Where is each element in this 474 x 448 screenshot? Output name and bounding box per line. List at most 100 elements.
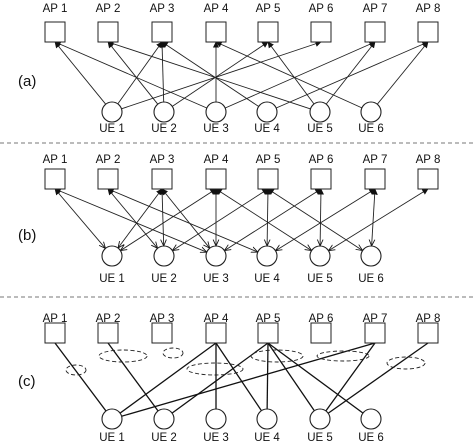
access-point-box: [364, 21, 386, 43]
ue-ap-link: [329, 188, 429, 251]
user-equipment-label: UE 1: [99, 432, 125, 444]
panel-label: (c): [18, 373, 36, 390]
panel-labels: (a) (b) (c): [18, 73, 36, 390]
ue-ap-link: [276, 188, 376, 251]
ap-group-ellipse: [162, 347, 184, 359]
access-point-box: [97, 322, 119, 344]
ue-ap-link: [266, 342, 269, 420]
ue-ap-link: [162, 189, 164, 246]
ue-ap-link: [215, 41, 363, 109]
access-point-box: [44, 168, 66, 190]
access-point-label: AP 8: [416, 154, 441, 166]
ap-groupings: [65, 347, 426, 376]
user-equipment-node: [256, 101, 278, 123]
ue-ap-link: [159, 41, 166, 103]
ue-ap-link: [267, 342, 372, 420]
ue-ap-link: [54, 342, 113, 420]
ue-ap-link: [121, 40, 322, 110]
access-point-label: AP 4: [204, 313, 229, 325]
ue-ap-link: [118, 189, 162, 248]
ue-ap-link: [267, 342, 321, 420]
user-equipment-node: [309, 408, 331, 430]
access-point-box: [151, 322, 173, 344]
panel-separators: [0, 142, 474, 298]
access-point-label: AP 1: [43, 154, 68, 166]
ue-ap-link: [216, 188, 312, 251]
ue-ap-link: [117, 41, 163, 105]
access-point-box: [44, 322, 66, 344]
ue-ap-link: [111, 342, 217, 420]
access-point-label: AP 3: [150, 154, 175, 166]
access-point-box: [205, 322, 227, 344]
access-point-box: [310, 322, 332, 344]
user-equipment-label: UE 4: [254, 273, 280, 285]
ap-group-ellipse: [98, 349, 148, 363]
user-equipment-node: [101, 245, 123, 267]
user-equipment-node: [309, 245, 331, 267]
access-point-label: AP 2: [96, 154, 121, 166]
network-nodes: AP 1 AP 2 AP 3 AP 4 AP 5 AP 6 AP 7 AP 8 UE 1 UE 2…: [43, 3, 441, 444]
ue-ap-link: [319, 342, 429, 420]
user-equipment-label: UE 6: [358, 123, 384, 135]
access-point-label: AP 7: [363, 313, 388, 325]
ue-ap-link: [268, 188, 363, 251]
user-equipment-label: UE 5: [307, 273, 333, 285]
user-equipment-node: [205, 245, 227, 267]
panel-label: (b): [18, 227, 36, 244]
ue-ap-link: [108, 189, 158, 248]
user-equipment-label: UE 3: [203, 432, 229, 444]
ue-ap-link: [320, 189, 321, 246]
access-point-label: AP 3: [150, 313, 175, 325]
access-point-label: AP 4: [204, 154, 229, 166]
access-point-label: AP 1: [43, 313, 68, 325]
user-equipment-node: [309, 101, 331, 123]
access-point-label: AP 8: [416, 3, 441, 15]
association-links: [54, 40, 429, 420]
ue-ap-link: [215, 342, 268, 420]
ue-ap-link: [267, 189, 268, 246]
user-equipment-label: UE 1: [99, 123, 125, 135]
access-point-box: [97, 21, 119, 43]
access-point-label: AP 5: [256, 154, 281, 166]
ue-ap-link: [55, 189, 106, 248]
user-equipment-node: [205, 408, 227, 430]
user-equipment-node: [153, 245, 175, 267]
access-point-label: AP 4: [204, 3, 229, 15]
user-equipment-node: [360, 408, 382, 430]
ap-group-ellipse: [186, 362, 244, 376]
ue-ap-link: [376, 41, 429, 105]
access-point-box: [364, 322, 386, 344]
access-point-box: [97, 168, 119, 190]
ue-ap-link: [225, 41, 376, 109]
ue-ap-link: [224, 188, 321, 251]
panel-label: (a): [18, 73, 36, 90]
access-point-label: AP 8: [416, 313, 441, 325]
ue-ap-link: [172, 41, 269, 107]
user-equipment-label: UE 3: [203, 273, 229, 285]
access-point-box: [364, 168, 386, 190]
user-equipment-label: UE 6: [358, 273, 384, 285]
access-point-label: AP 6: [309, 313, 334, 325]
access-point-label: AP 1: [43, 3, 68, 15]
user-equipment-node: [256, 245, 278, 267]
access-point-label: AP 7: [363, 154, 388, 166]
access-point-box: [205, 168, 227, 190]
access-point-box: [310, 21, 332, 43]
access-point-label: AP 2: [96, 3, 121, 15]
ue-ap-link: [107, 40, 311, 110]
user-equipment-node: [360, 101, 382, 123]
user-equipment-node: [101, 101, 123, 123]
user-equipment-node: [153, 408, 175, 430]
user-equipment-label: UE 2: [151, 432, 177, 444]
ue-ap-link: [267, 41, 315, 105]
user-equipment-node: [256, 408, 278, 430]
user-equipment-label: UE 2: [151, 273, 177, 285]
user-equipment-label: UE 4: [254, 123, 280, 135]
access-point-box: [151, 21, 173, 43]
user-equipment-node: [101, 408, 123, 430]
user-equipment-label: UE 2: [151, 123, 177, 135]
user-equipment-label: UE 3: [203, 123, 229, 135]
ue-ap-link: [276, 41, 429, 109]
user-equipment-node: [360, 245, 382, 267]
